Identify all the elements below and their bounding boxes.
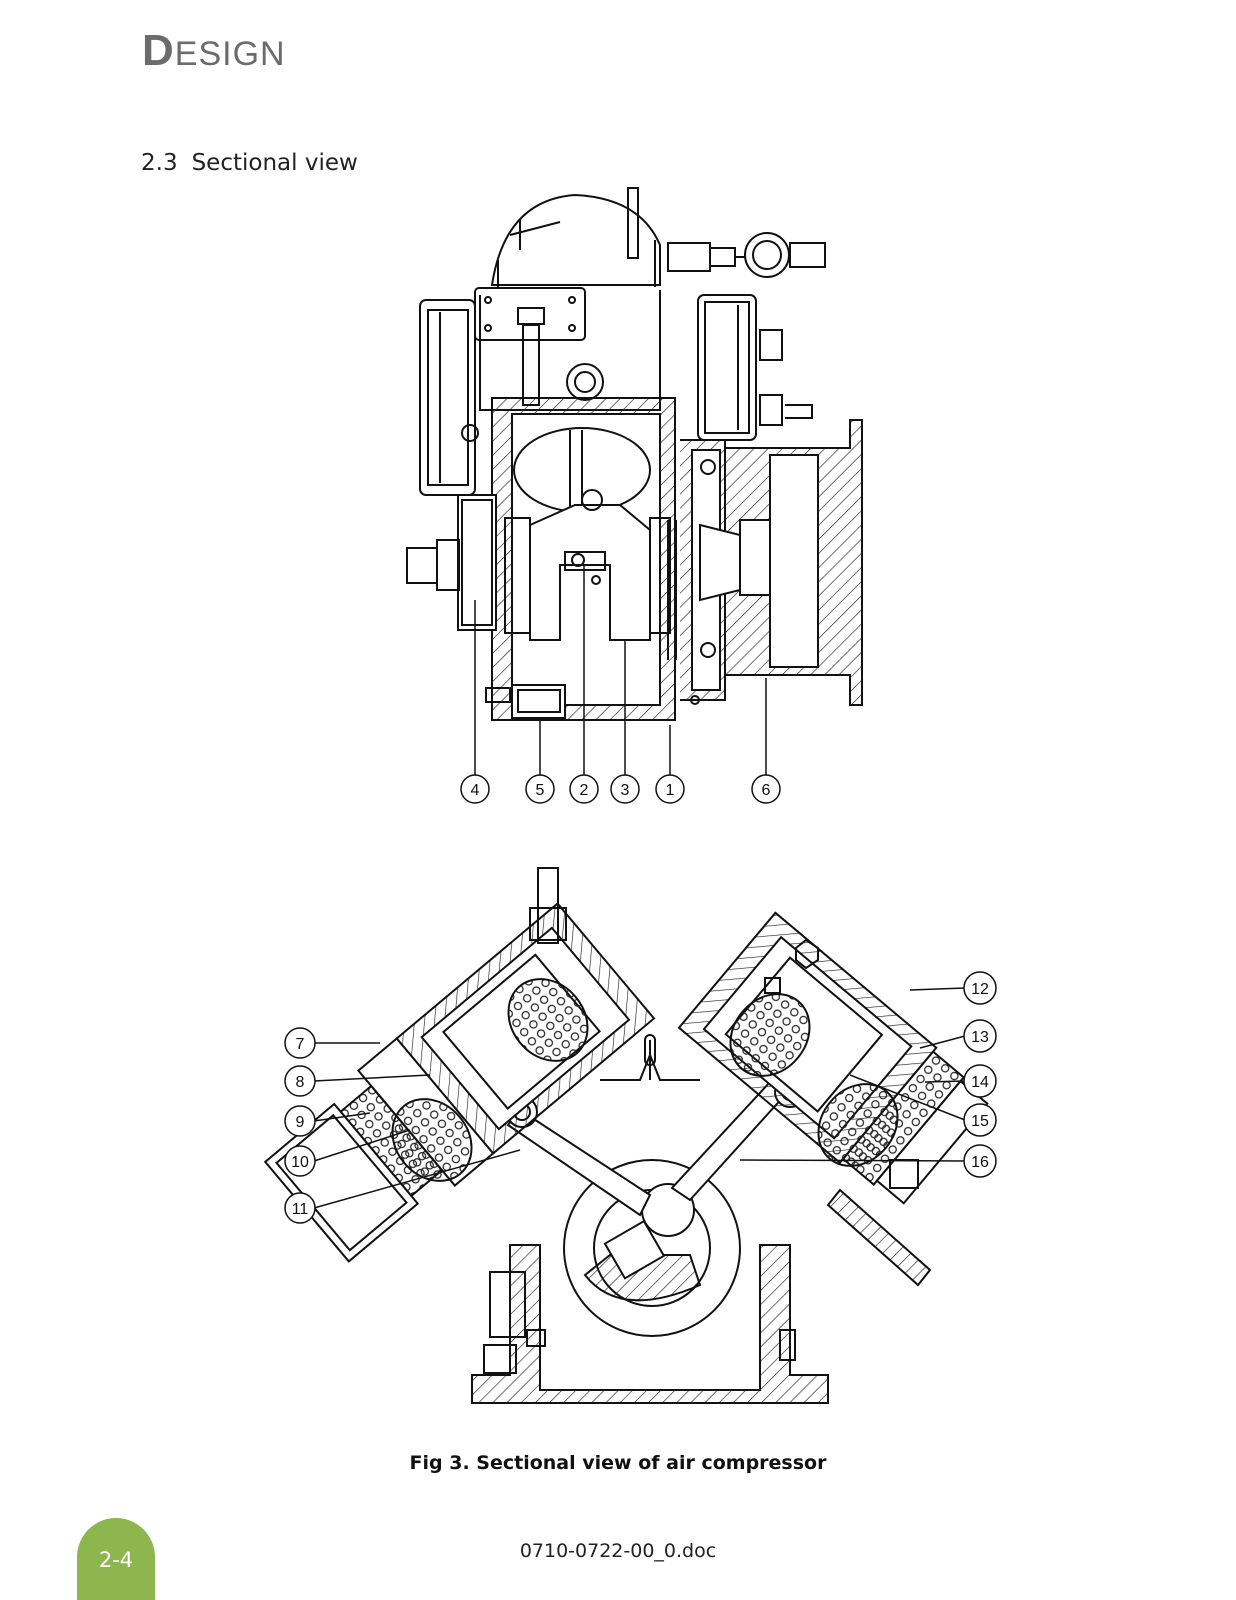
callout-label: 10 [291,1154,309,1171]
callout-label: 9 [296,1114,305,1131]
callout-circle [284,1105,316,1137]
callout-circle [963,971,997,1005]
callout-label: 14 [971,1074,989,1091]
callout-label: 3 [621,782,630,799]
callout-circle [284,1145,316,1177]
section-number: 2.3 [141,150,178,176]
callout-label: 4 [471,782,480,799]
callout-label: 1 [666,782,675,799]
callout-circle [963,1019,997,1053]
callout-circle [284,1027,316,1059]
callout-circle [460,774,490,804]
callout-circle [655,774,685,804]
front-sectional-view-drawing [263,867,989,1404]
callout-label: 7 [296,1036,305,1053]
callout-circle [963,1103,997,1137]
callout-label: 15 [971,1113,989,1130]
chapter-title-initial: D [142,26,175,75]
page-number: 2-4 [98,1548,134,1572]
callout-label: 12 [971,981,989,998]
callout-circle [525,774,555,804]
callout-label: 11 [292,1201,309,1218]
figure-caption: Fig 3. Sectional view of air compressor [409,1452,827,1474]
document-id: 0710-0722-00_0.doc [519,1540,717,1562]
callout-circle [963,1064,997,1098]
callout-circle [569,774,599,804]
callout-label: 5 [536,782,545,799]
callout-label: 8 [296,1074,305,1091]
chapter-title: DESIGN [142,26,286,76]
callout-label: 16 [971,1154,989,1171]
section-title: Sectional view [191,150,358,176]
callout-circle [284,1065,316,1097]
chapter-title-rest: ESIGN [174,35,286,73]
page-number-tab: 2-4 [77,1518,155,1600]
callout-circle [963,1144,997,1178]
section-heading: 2.3 Sectional view [141,150,358,176]
callout-circle [610,774,640,804]
callout-circle [284,1192,316,1224]
callout-label: 6 [762,782,771,799]
callout-label: 13 [971,1029,989,1046]
callout-label: 2 [580,782,589,799]
callout-circle [751,774,781,804]
